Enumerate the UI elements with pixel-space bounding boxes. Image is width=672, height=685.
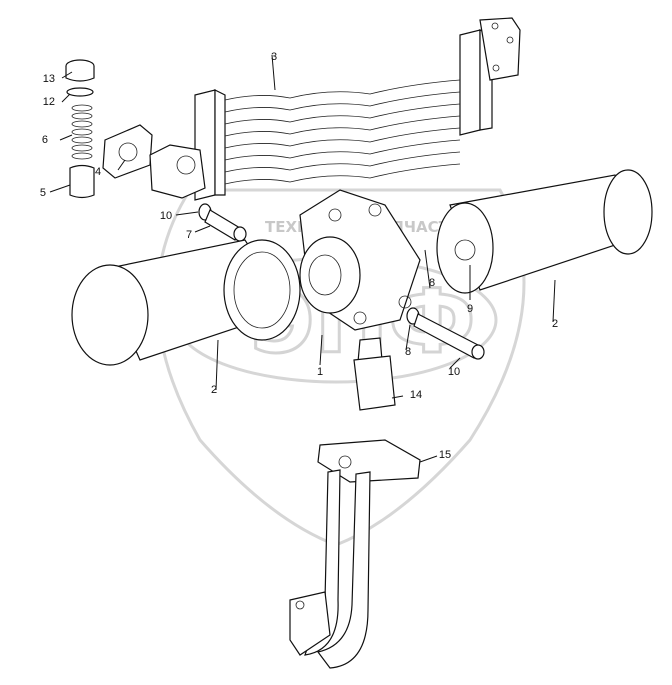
bolt-right — [406, 307, 485, 360]
filter-left — [71, 239, 301, 366]
callout-11: 10 — [160, 210, 172, 222]
callout-1: 1 — [317, 366, 323, 378]
filter-head — [299, 189, 421, 331]
callout-14: 14 — [410, 389, 422, 401]
bolt-left — [198, 203, 247, 242]
callout-6: 6 — [42, 134, 48, 146]
leader-lines — [49, 54, 556, 463]
callout-3: 3 — [271, 51, 277, 63]
callout-5: 5 — [40, 187, 46, 199]
callout-7: 7 — [186, 229, 192, 241]
callouts: 3 13 12 6 5 4 10 7 2 2 1 8 8 9 10 14 15 — [40, 51, 558, 461]
callout-12: 12 — [43, 96, 55, 108]
callout-8-lower: 8 — [405, 346, 411, 358]
callout-8-upper: 8 — [429, 277, 435, 289]
callout-2-right: 2 — [552, 318, 558, 330]
fitting — [353, 337, 396, 411]
callout-2-left: 2 — [211, 384, 217, 396]
callout-9: 9 — [467, 303, 473, 315]
gasket-and-block — [102, 124, 206, 199]
oil-cooler — [194, 17, 521, 201]
callout-4: 4 — [95, 166, 101, 178]
callout-15: 15 — [439, 449, 451, 461]
callout-13: 13 — [43, 73, 55, 85]
filter-right — [436, 169, 653, 294]
callout-10: 10 — [448, 366, 460, 378]
suction-pipe — [289, 439, 421, 669]
relief-valve-stack — [65, 59, 95, 199]
